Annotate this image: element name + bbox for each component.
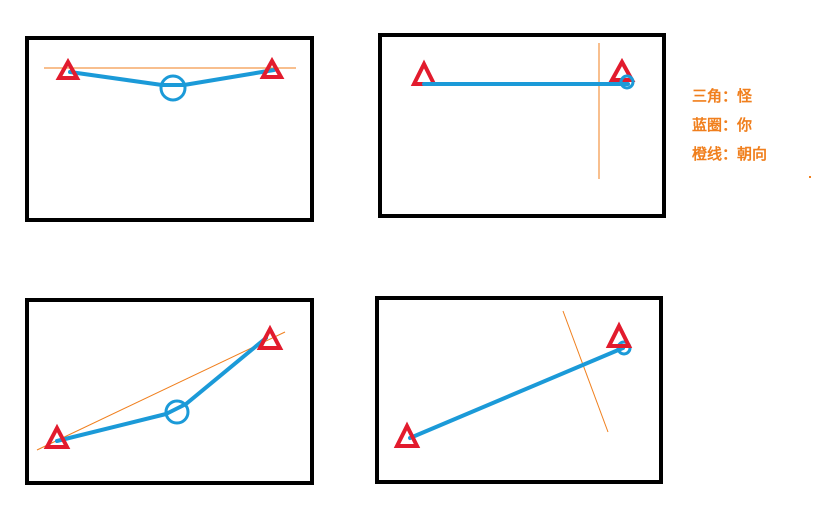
panel-bottom-left: [25, 298, 314, 485]
legend-item-player: 蓝圈：你: [692, 116, 753, 134]
player-path: [68, 68, 276, 87]
player-path: [408, 346, 625, 440]
monster-triangle: [410, 59, 438, 86]
player-circle: [164, 399, 190, 425]
legend: 三角：怪 蓝圈：你 橙线：朝向: [692, 82, 767, 169]
legend-item-facing: 橙线：朝向: [692, 145, 768, 163]
stray-dot: [809, 176, 811, 178]
panel-top-right: [378, 33, 666, 218]
panel-frame: [25, 298, 314, 485]
panel-frame: [375, 296, 663, 484]
player-path: [55, 336, 268, 443]
player-circle: [619, 74, 635, 90]
panel-frame: [25, 36, 314, 222]
monster-triangle: [393, 421, 421, 448]
monster-triangle: [605, 321, 633, 348]
monster-triangle: [55, 57, 81, 80]
panel-top-left: [25, 36, 314, 222]
panel-bottom-right: [375, 296, 663, 484]
facing-line: [562, 310, 609, 433]
facing-line: [36, 331, 286, 451]
player-circle: [159, 74, 187, 102]
monster-triangle: [259, 56, 285, 79]
monster-triangle: [43, 423, 71, 449]
legend-item-monster: 三角：怪: [692, 87, 753, 105]
monster-triangle: [256, 324, 284, 350]
panel-frame: [378, 33, 666, 218]
